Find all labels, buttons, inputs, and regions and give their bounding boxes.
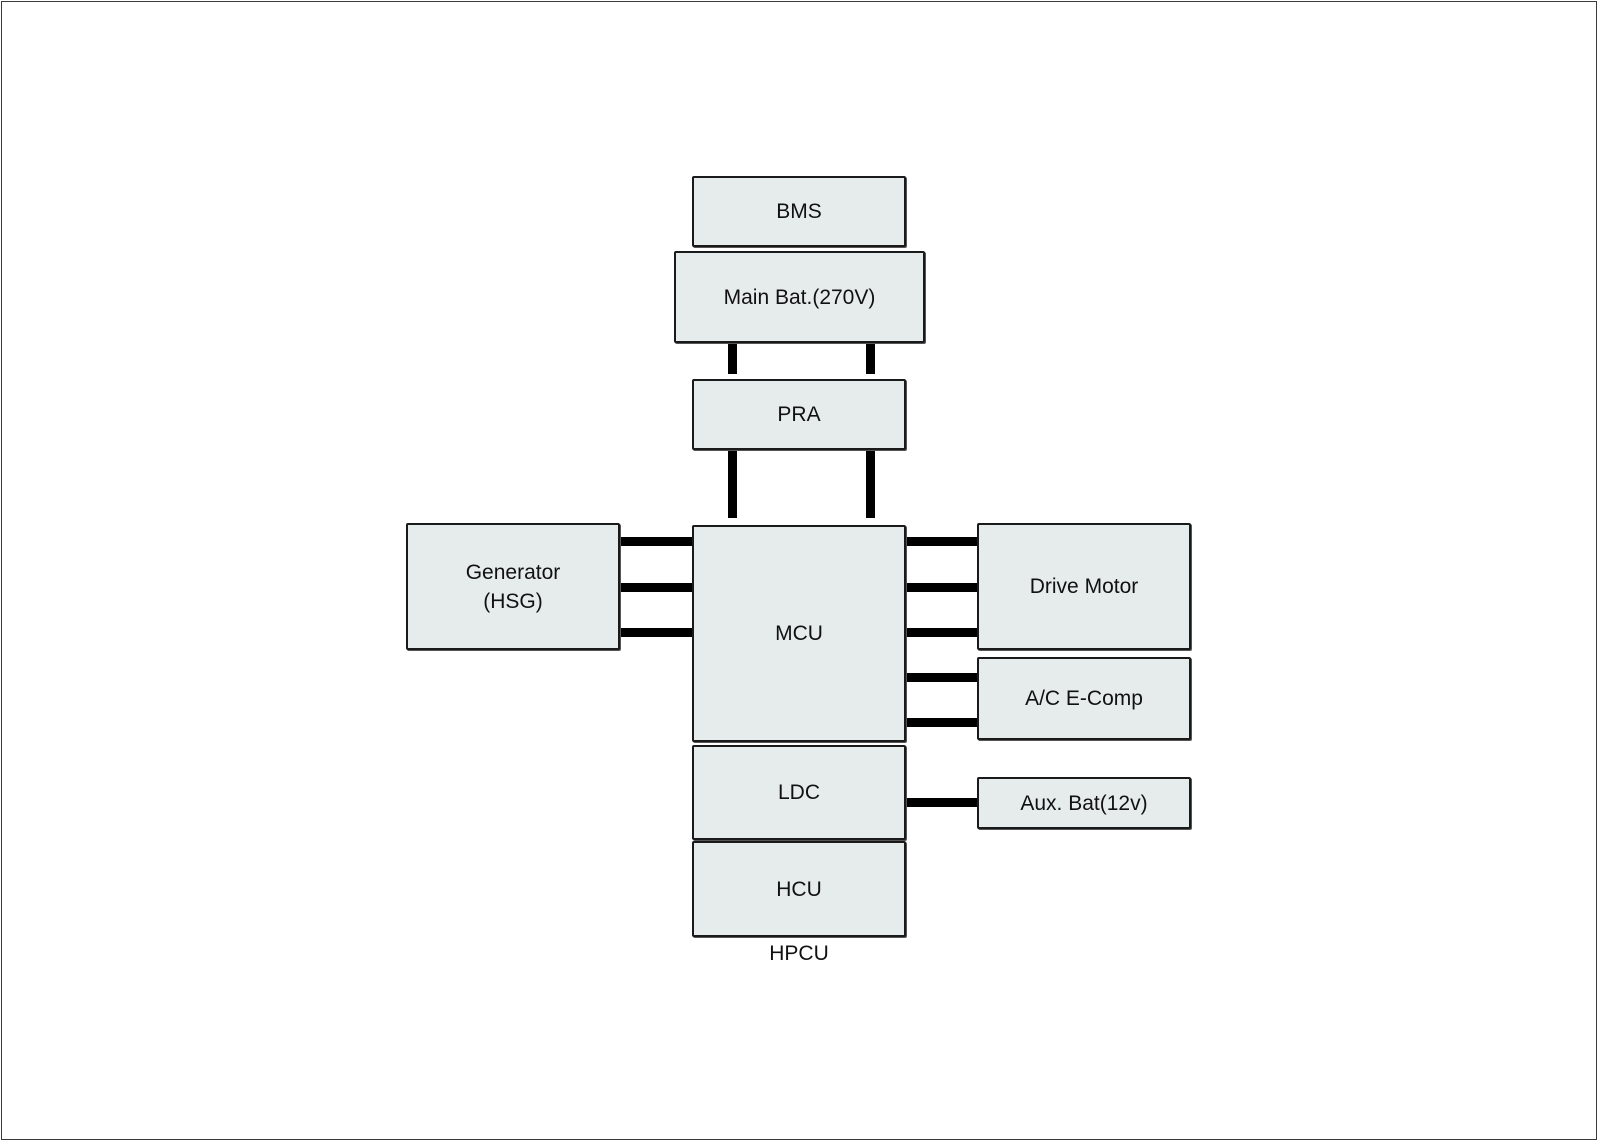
- pra-box: PRA: [692, 379, 906, 450]
- aux-battery-box: Aux. Bat(12v): [977, 777, 1191, 829]
- connector-mainbat-pra-right: [866, 336, 875, 374]
- hpcu-label: HPCU: [769, 942, 829, 965]
- connector-generator-mcu-2: [621, 583, 694, 592]
- connector-mcu-accomp-2: [906, 718, 980, 727]
- connector-mainbat-pra-left: [728, 336, 737, 374]
- main-battery-box: Main Bat.(270V): [674, 251, 925, 343]
- connector-mcu-drivemotor-1: [906, 537, 980, 546]
- bms-box: BMS: [692, 176, 906, 247]
- connector-mcu-accomp-1: [906, 673, 980, 682]
- ac-ecomp-box: A/C E-Comp: [977, 657, 1191, 740]
- connector-generator-mcu-3: [621, 628, 694, 637]
- ldc-box: LDC: [692, 745, 906, 840]
- drive-motor-box: Drive Motor: [977, 523, 1191, 650]
- hcu-box: HCU: [692, 841, 906, 937]
- mcu-box: MCU: [692, 525, 906, 742]
- generator-box: Generator (HSG): [406, 523, 620, 650]
- connector-mcu-drivemotor-3: [906, 628, 980, 637]
- connector-mcu-drivemotor-2: [906, 583, 980, 592]
- connector-pra-mcu-left: [728, 440, 737, 518]
- connector-ldc-auxbat: [906, 798, 980, 807]
- connector-generator-mcu-1: [621, 537, 694, 546]
- connector-pra-mcu-right: [866, 440, 875, 518]
